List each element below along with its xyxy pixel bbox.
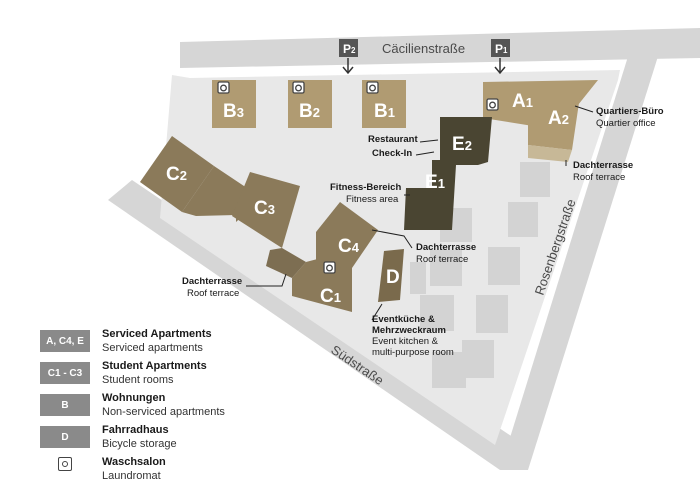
legend-item-serviced: A, C4, E Serviced Apartments Serviced ap… [40,328,300,359]
label-e2: E2 [452,134,472,155]
laundromat-icon [366,81,379,94]
building-labels: B3 B2 B1 A1 A2 E2 E1 C2 C3 C4 C1 D [166,91,569,307]
label-roof-terrace-a: Roof terrace [573,172,625,183]
label-roof-terrace-c4: Roof terrace [416,254,468,265]
label-mehrzweckraum: Mehrzweckraum [372,325,446,336]
label-c2: C2 [166,164,187,185]
laundromat-icon [217,81,230,94]
parking-space [476,295,508,333]
label-a1: A1 [512,91,533,112]
label-c4: C4 [338,236,360,257]
annotations: Quartiers-Büro Quartier office Dachterra… [182,106,664,358]
svg-text:P1: P1 [495,42,508,56]
label-c1: C1 [320,286,341,307]
leader-lines [246,105,594,321]
label-b2: B2 [299,101,320,122]
building-d [378,249,404,302]
legend-item-wohnungen: B Wohnungen Non-serviced apartments [40,392,300,423]
building-a2 [528,96,580,150]
label-fitness-bereich: Fitness-Bereich [330,182,401,193]
legend-key: B [40,394,90,416]
legend-subtitle: Non-serviced apartments [102,406,225,418]
road-caecilienstrasse [180,28,700,68]
legend-item-student: C1 - C3 Student Apartments Student rooms [40,360,300,391]
label-eventkueche: Eventküche & [372,314,435,325]
laundromat-icon [292,81,305,94]
legend-subtitle: Student rooms [102,374,174,386]
building-e [404,117,492,230]
legend-title: Waschsalon [102,456,166,468]
legend-title: Serviced Apartments [102,328,212,340]
legend-key: C1 - C3 [40,362,90,384]
road-rosenbergstrasse [500,50,660,470]
label-b3: B3 [223,101,244,122]
parking-space [410,262,426,294]
label-event-kitchen: Event kitchen & [372,336,439,347]
roof-terrace-c [266,248,306,278]
label-a2: A2 [548,108,569,129]
laundromat-icon [58,457,72,471]
legend-key: D [40,426,90,448]
parking-space [462,340,494,378]
label-quartier-office: Quartier office [596,118,656,129]
arrow-down-icon [342,66,354,75]
label-quartiers-buero: Quartiers-Büro [596,106,664,117]
legend-item-waschsalon: Waschsalon Laundromat [40,456,300,487]
parking-sign [491,39,510,57]
parking-marker-p1[interactable]: P1 [491,39,510,75]
parking-space [488,247,520,285]
laundromat-icons [217,81,499,274]
parking-space [430,250,462,286]
parking-space [420,295,454,331]
buildings [140,80,598,312]
laundromat-icon [323,261,336,274]
label-dachterrasse-c: Dachterrasse [182,276,242,287]
label-fitness-area: Fitness area [346,194,399,205]
label-roof-terrace-c: Roof terrace [187,288,239,299]
label-restaurant: Restaurant [368,134,418,145]
label-e1: E1 [425,172,445,193]
legend-title: Fahrradhaus [102,424,169,436]
label-dachterrasse-c4: Dachterrasse [416,242,476,253]
svg-text:P2: P2 [343,42,356,56]
building-c2 [140,136,214,212]
parking-sign [339,39,358,57]
parking-space [520,162,550,197]
label-b1: B1 [374,101,395,122]
legend-item-fahrradhaus: D Fahrradhaus Bicycle storage [40,424,300,455]
building-c3 [232,172,300,248]
parking-space [508,202,538,237]
legend-subtitle: Bicycle storage [102,438,177,450]
parking-space [432,352,466,388]
legend-subtitle: Laundromat [102,470,161,482]
roof-terrace-a [528,145,572,162]
map-legend: A, C4, E Serviced Apartments Serviced ap… [40,328,300,488]
label-dachterrasse-a: Dachterrasse [573,160,633,171]
legend-subtitle: Serviced apartments [102,342,203,354]
legend-key: A, C4, E [40,330,90,352]
street-caecilienstrasse: Cäcilienstraße [382,41,465,56]
label-d: D [386,267,400,288]
label-multipurpose-room: multi-purpose room [372,347,454,358]
label-checkin: Check-In [372,148,412,159]
building-c4 [316,202,378,268]
laundromat-icon [486,98,499,111]
parking-marker-p2[interactable]: P2 [339,39,358,75]
parking-lots [410,162,550,388]
legend-title: Wohnungen [102,392,166,404]
legend-title: Student Apartments [102,360,207,372]
label-c3: C3 [254,198,275,219]
arrow-down-icon [494,66,506,75]
